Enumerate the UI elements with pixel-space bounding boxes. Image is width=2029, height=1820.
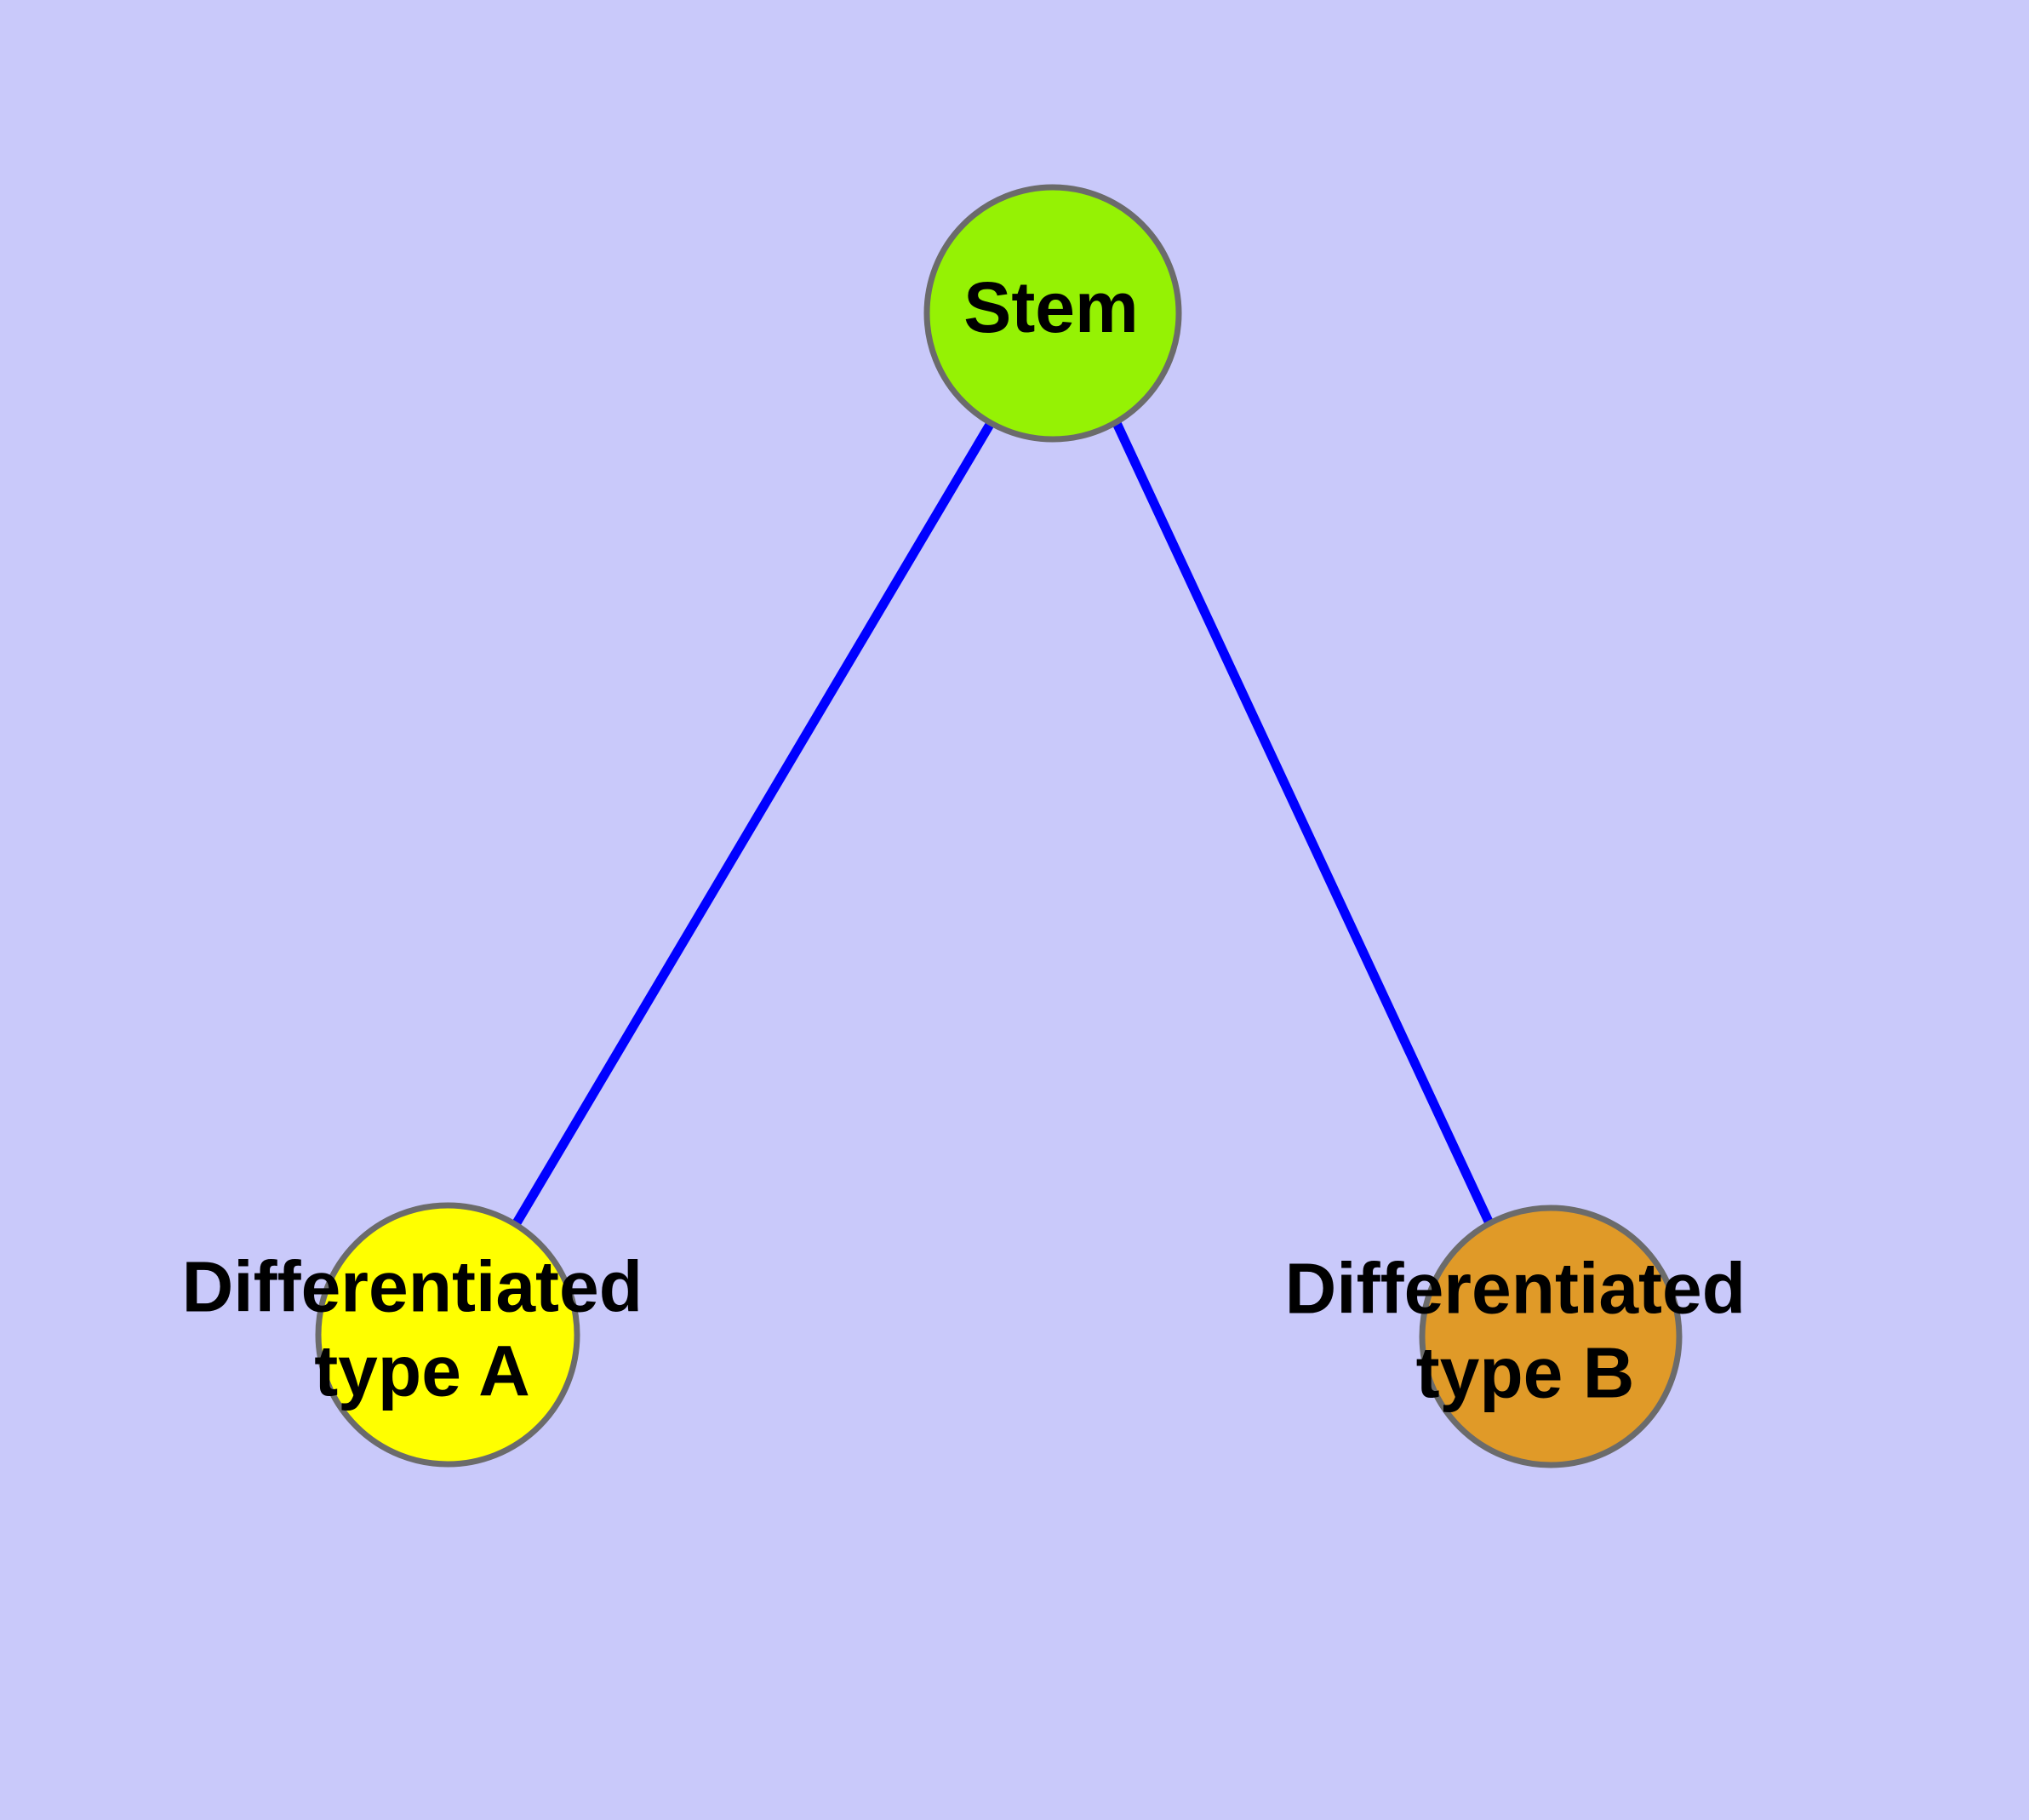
edge-layer <box>511 421 1494 1228</box>
node-differentiated-type-b-label-line-2: type B <box>1416 1333 1635 1413</box>
edge-stem-to-differentiated-type-a[interactable] <box>511 421 995 1228</box>
node-layer: Stem Differentiated type A Differentiate… <box>182 184 1766 1468</box>
node-differentiated-type-a-label: Differentiated type A <box>182 1247 663 1411</box>
node-differentiated-type-b[interactable]: Differentiated type B <box>1285 1205 1766 1468</box>
node-differentiated-type-a-label-line-1: Differentiated <box>182 1247 643 1327</box>
edge-stem-to-differentiated-type-b[interactable] <box>1112 421 1494 1226</box>
node-stem-circle[interactable] <box>923 184 1182 443</box>
node-differentiated-type-a[interactable]: Differentiated type A <box>182 1202 663 1468</box>
node-differentiated-type-a-circle[interactable] <box>315 1202 580 1468</box>
node-stem[interactable]: Stem <box>923 184 1182 443</box>
node-differentiated-type-b-label: Differentiated type B <box>1285 1249 1766 1413</box>
node-differentiated-type-b-circle[interactable] <box>1419 1205 1683 1468</box>
node-stem-label-line-1: Stem <box>963 267 1138 347</box>
node-differentiated-type-b-label-line-1: Differentiated <box>1285 1249 1746 1329</box>
node-stem-label: Stem <box>963 267 1138 347</box>
node-differentiated-type-a-label-line-2: type A <box>314 1331 530 1411</box>
